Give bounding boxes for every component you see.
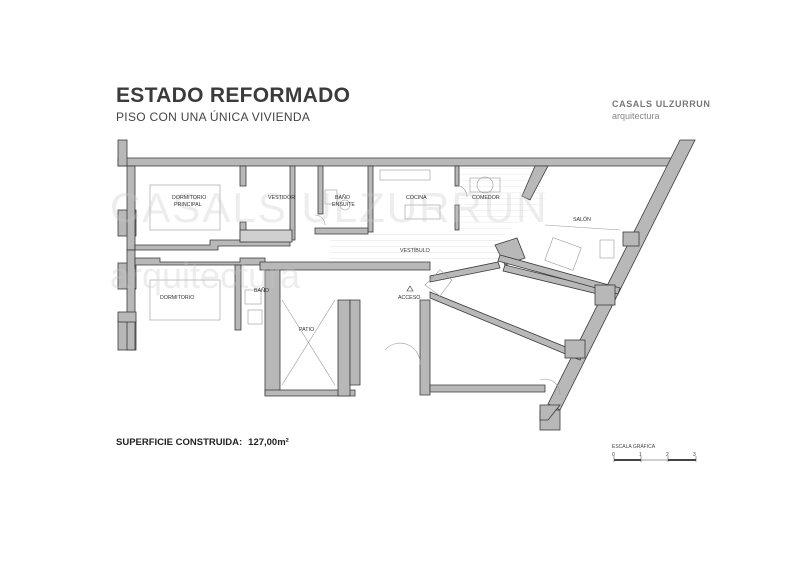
brand-tagline: arquitectura: [612, 111, 660, 121]
walls: [117, 139, 696, 431]
watermark-line2: arquitectura: [110, 255, 301, 296]
surface-label: SUPERFICIE CONSTRUIDA:: [116, 437, 243, 448]
scale-label: ESCALA GRÁFICA: [612, 443, 656, 450]
floor-hatching: [330, 165, 545, 263]
room-label-acceso: ACCESO: [398, 295, 420, 301]
surface-value: 127,00m²: [248, 437, 289, 448]
room-label-bano: BAÑO: [254, 287, 269, 294]
graphic-scale: ESCALA GRÁFICA 0 1 2 3: [612, 443, 697, 462]
watermark-line1: CASALS ULZURRUN: [110, 184, 548, 231]
scale-tick-1: 1: [639, 452, 642, 458]
room-label-vestibulo: VESTÍBULO: [400, 247, 430, 254]
room-label-dormitorio: DORMITORIO: [160, 295, 194, 301]
room-label-dormitorio-principal-2: PRINCIPAL: [174, 202, 202, 208]
scale-tick-3: 3: [693, 452, 696, 458]
entrance-triangle-icon: [406, 285, 414, 292]
room-label-bano-ensuite-2: ENSUITE: [332, 202, 355, 208]
brand-name: CASALS ULZURRUN: [612, 99, 711, 109]
room-label-bano-ensuite-1: BAÑO: [335, 194, 350, 201]
plan-title: ESTADO REFORMADO: [116, 84, 351, 107]
room-label-patio: PATIO: [299, 327, 314, 333]
plan-subtitle: PISO CON UNA ÚNICA VIVIENDA: [116, 110, 311, 124]
scale-tick-2: 2: [666, 452, 669, 458]
scale-tick-0: 0: [612, 452, 615, 458]
room-label-dormitorio-principal-1: DORMITORIO: [172, 195, 206, 201]
room-label-vestidor: VESTIDOR: [268, 195, 295, 201]
room-label-cocina: COCINA: [406, 195, 427, 201]
room-label-comedor: COMEDOR: [472, 195, 500, 201]
surface-summary: SUPERFICIE CONSTRUIDA: 127,00m²: [116, 437, 289, 448]
room-label-salon: SALÓN: [573, 216, 591, 223]
fixtures: [149, 169, 621, 396]
